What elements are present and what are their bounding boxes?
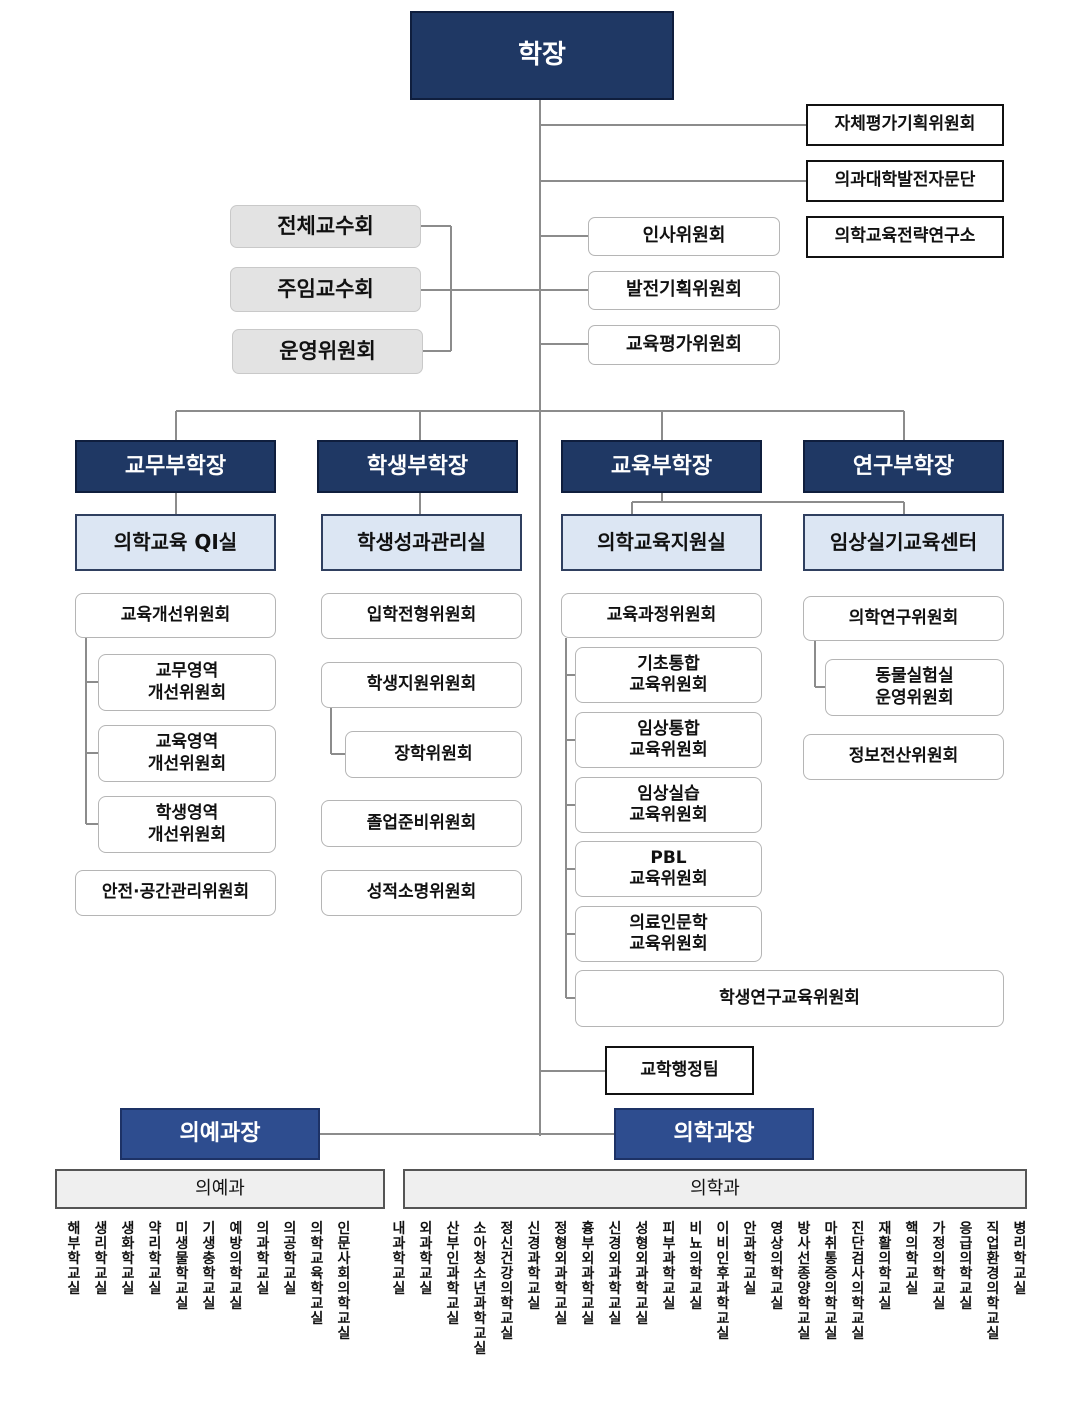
steering-committee: 운영위원회: [232, 329, 423, 374]
med-head: 의학과장: [614, 1108, 814, 1160]
premed-dept: 기생충학교실: [202, 1221, 216, 1312]
vice-dean-education: 교육부학장: [561, 440, 762, 493]
development-planning-committee: 발전기획위원회: [588, 271, 780, 310]
med-dept: 가정의학교실: [932, 1221, 946, 1312]
premed-dept: 의공학교실: [283, 1221, 297, 1297]
clinical-integration-committee: 임상통합 교육위원회: [575, 712, 762, 768]
dean-box: 학장: [410, 11, 674, 100]
scholarship-committee: 장학위원회: [345, 731, 522, 778]
med-dept: 이비인후과학교실: [716, 1221, 730, 1342]
education-area-committee: 교육영역 개선위원회: [98, 725, 276, 782]
premed-dept: 의과학교실: [256, 1221, 270, 1297]
self-evaluation-committee: 자체평가기획위원회: [806, 104, 1004, 146]
med-dept: 흉부외과학교실: [581, 1221, 595, 1327]
med-dept: 마취통증의학교실: [824, 1221, 838, 1342]
office-education-support: 의학교육지원실: [561, 514, 762, 571]
med-dept: 정형외과학교실: [554, 1221, 568, 1327]
clinical-skills-center: 임상실기교육센터: [803, 514, 1004, 571]
student-area-committee: 학생영역 개선위원회: [98, 796, 276, 853]
med-dept: 병리학교실: [1013, 1221, 1027, 1297]
med-dept: 외과학교실: [419, 1221, 433, 1297]
premed-dept: 예방의학교실: [229, 1221, 243, 1312]
vice-dean-academic: 교무부학장: [75, 440, 276, 493]
med-band: 의학과: [403, 1169, 1027, 1209]
med-dept: 신경과학교실: [527, 1221, 541, 1312]
med-dept: 방사선종양학교실: [797, 1221, 811, 1342]
med-dept: 성형외과학교실: [635, 1221, 649, 1327]
med-dept: 영상의학교실: [770, 1221, 784, 1312]
premed-dept: 인문사회의학교실: [337, 1221, 351, 1342]
pbl-committee: PBL 교육위원회: [575, 841, 762, 897]
office-qi: 의학교육 QI실: [75, 514, 276, 571]
chairs-council: 주임교수회: [230, 267, 421, 312]
med-dept: 피부과학교실: [662, 1221, 676, 1312]
basic-integration-committee: 기초통합 교육위원회: [575, 647, 762, 703]
academic-admin-team: 교학행정팀: [605, 1046, 754, 1095]
medical-humanities-committee: 의료인문학 교육위원회: [575, 906, 762, 962]
premed-band: 의예과: [55, 1169, 385, 1209]
med-dept: 직업환경의학교실: [986, 1221, 1000, 1342]
animal-lab-committee: 동물실험실 운영위원회: [825, 659, 1004, 716]
clinical-clerkship-committee: 임상실습 교육위원회: [575, 777, 762, 833]
faculty-council: 전체교수회: [230, 205, 421, 248]
admission-committee: 입학전형위원회: [321, 593, 522, 639]
premed-dept: 약리학교실: [148, 1221, 162, 1297]
med-dept: 비뇨의학교실: [689, 1221, 703, 1312]
academic-area-committee: 교무영역 개선위원회: [98, 654, 276, 711]
med-dept: 안과학교실: [743, 1221, 757, 1297]
med-dept: 핵의학교실: [905, 1221, 919, 1297]
student-research-committee: 학생연구교육위원회: [575, 970, 1004, 1027]
vice-dean-student: 학생부학장: [317, 440, 518, 493]
education-strategy-institute: 의학교육전략연구소: [806, 216, 1004, 258]
premed-dept: 해부학교실: [67, 1221, 81, 1297]
med-dept: 재활의학교실: [878, 1221, 892, 1312]
education-evaluation-committee: 교육평가위원회: [588, 325, 780, 365]
personnel-committee: 인사위원회: [588, 217, 780, 256]
med-dept: 산부인과학교실: [446, 1221, 460, 1327]
advisory-board: 의과대학발전자문단: [806, 160, 1004, 202]
premed-dept: 생리학교실: [94, 1221, 108, 1297]
med-dept: 내과학교실: [392, 1221, 406, 1297]
premed-dept: 미생물학교실: [175, 1221, 189, 1312]
graduation-committee: 졸업준비위원회: [321, 800, 522, 847]
curriculum-committee: 교육과정위원회: [561, 593, 762, 638]
student-support-committee: 학생지원위원회: [321, 662, 522, 708]
grade-appeal-committee: 성적소명위원회: [321, 870, 522, 916]
med-dept: 소아청소년과학교실: [473, 1221, 487, 1357]
premed-head: 의예과장: [120, 1108, 320, 1160]
premed-dept: 의학교육학교실: [310, 1221, 324, 1327]
med-dept: 진단검사의학교실: [851, 1221, 865, 1342]
vice-dean-research: 연구부학장: [803, 440, 1004, 493]
medical-research-committee: 의학연구위원회: [803, 596, 1004, 641]
office-student-outcomes: 학생성과관리실: [321, 514, 522, 571]
med-dept: 신경외과학교실: [608, 1221, 622, 1327]
it-committee: 정보전산위원회: [803, 734, 1004, 780]
education-improvement-committee: 교육개선위원회: [75, 593, 276, 638]
safety-space-committee: 안전·공간관리위원회: [75, 870, 276, 916]
med-dept: 응급의학교실: [959, 1221, 973, 1312]
med-dept: 정신건강의학교실: [500, 1221, 514, 1342]
premed-dept: 생화학교실: [121, 1221, 135, 1297]
